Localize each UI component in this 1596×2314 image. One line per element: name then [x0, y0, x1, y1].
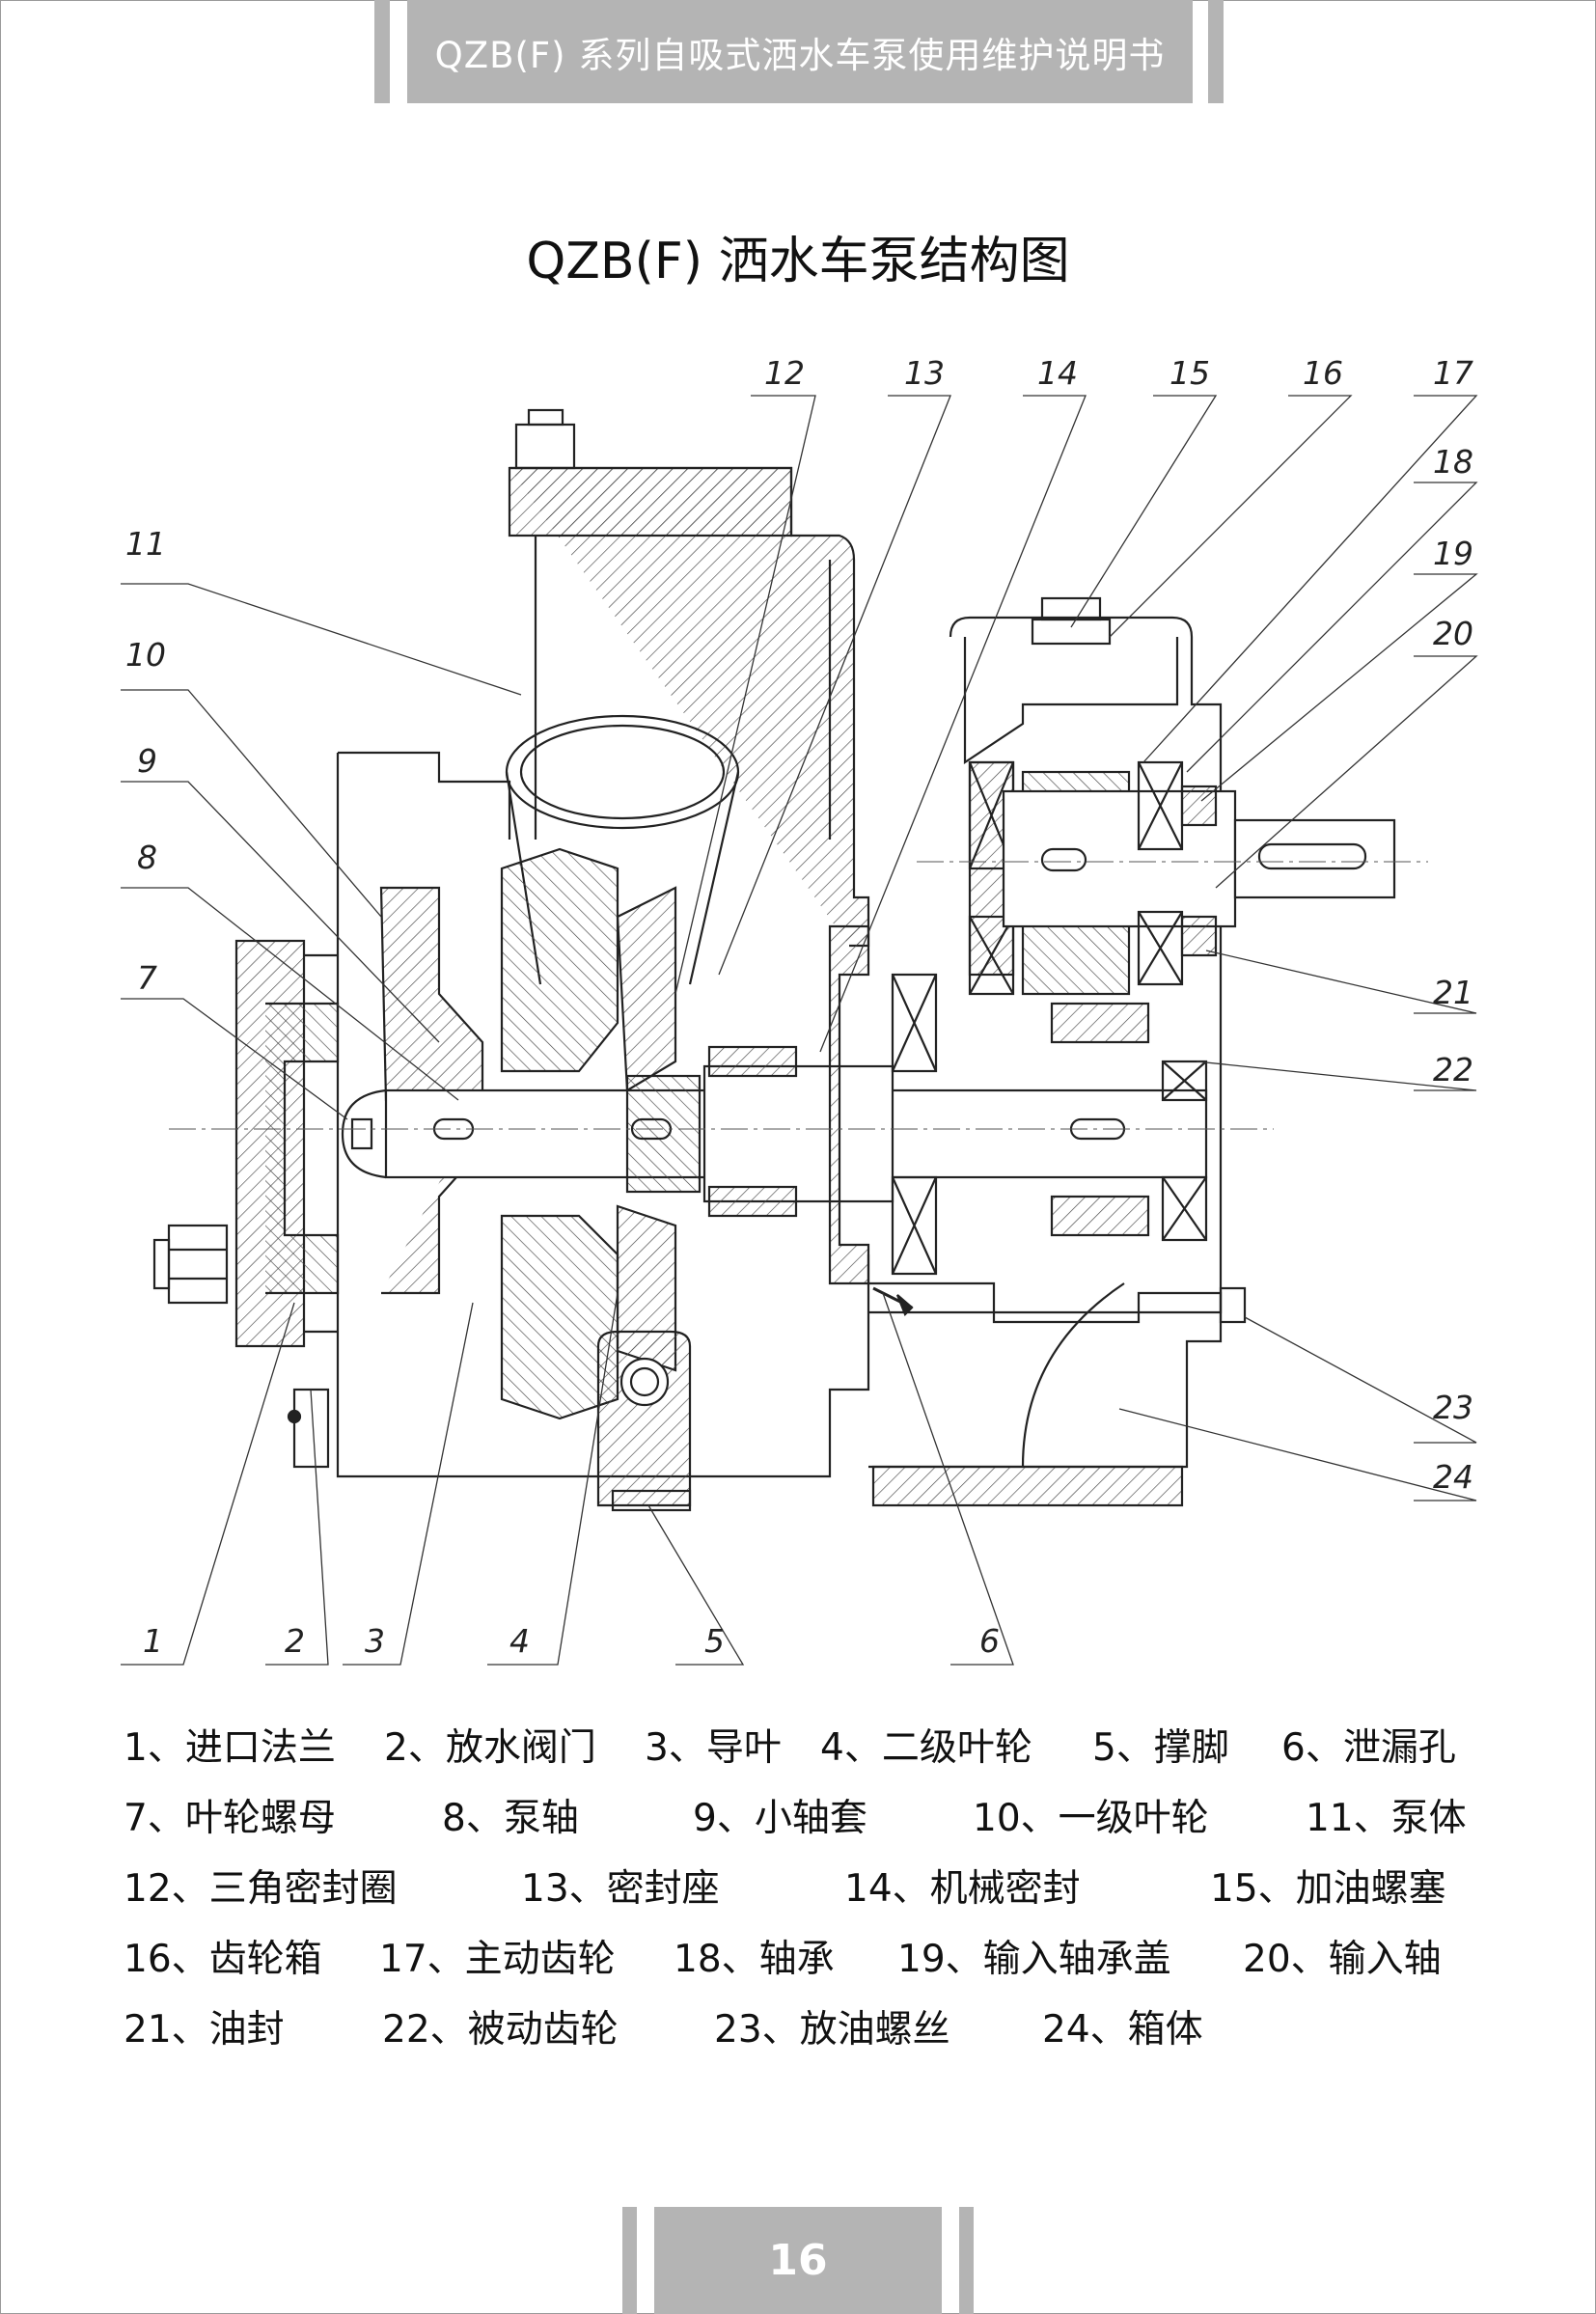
callout-4: 4: [509, 1622, 530, 1660]
header-title: QZB(F) 系列自吸式洒水车泵使用维护说明书: [434, 34, 1166, 76]
legend-item: 19、输入轴承盖: [897, 1938, 1171, 1981]
top-flange: [508, 466, 793, 537]
callout-16: 16: [1303, 354, 1343, 392]
mechanical-seal-sleeve: [702, 1064, 894, 1203]
callout-10: 10: [125, 636, 166, 674]
callout-5: 5: [704, 1622, 725, 1660]
legend-row-3: 12、三角密封圈 13、密封座 14、机械密封 15、加油螺塞: [124, 1859, 1474, 1929]
legend-item: 4、二级叶轮: [820, 1726, 1032, 1770]
legend-item: 9、小轴套: [693, 1797, 867, 1840]
page-title: QZB(F) 洒水车泵结构图: [526, 233, 1070, 290]
legend-row-5: 21、油封 22、被动齿轮 23、放油螺丝 24、箱体: [124, 1999, 1474, 2070]
legend-item: 24、箱体: [1042, 2008, 1203, 2052]
callout-8: 8: [137, 839, 157, 876]
legend-item: 7、叶轮螺母: [124, 1797, 336, 1840]
first-impeller-upper: [379, 886, 484, 1102]
legend-item: 13、密封座: [521, 1867, 720, 1911]
legend-item: 2、放水阀门: [384, 1726, 596, 1770]
oil-filler-plug: [1040, 596, 1102, 621]
header-stripe-left: [374, 0, 390, 103]
legend-item: 10、一级叶轮: [973, 1797, 1209, 1840]
footer-stripe-left: [622, 2207, 637, 2314]
callout-22: 22: [1433, 1051, 1473, 1088]
callout-7: 7: [137, 959, 157, 997]
legend-item: 18、轴承: [674, 1938, 835, 1981]
legend-item: 1、进口法兰: [124, 1726, 336, 1770]
legend-row-2: 7、叶轮螺母 8、泵轴 9、小轴套 10、一级叶轮 11、泵体: [124, 1788, 1474, 1859]
callout-3: 3: [365, 1622, 385, 1660]
legend-item: 16、齿轮箱: [124, 1938, 322, 1981]
header-banner: QZB(F) 系列自吸式洒水车泵使用维护说明书: [407, 0, 1193, 103]
inlet-bolt-head: [167, 1224, 229, 1305]
callout-12: 12: [764, 354, 805, 392]
footer-page-tab: 16: [654, 2207, 942, 2314]
callout-1: 1: [143, 1622, 163, 1660]
callout-15: 15: [1169, 354, 1210, 392]
callout-20: 20: [1433, 615, 1473, 652]
bearing-left-lower: [891, 1175, 938, 1276]
legend-row-1: 1、进口法兰 2、放水阀门 3、导叶 4、二级叶轮 5、撑脚 6、泄漏孔: [124, 1718, 1474, 1788]
legend-item: 12、三角密封圈: [124, 1867, 398, 1911]
gearbox-lower-body: [868, 1281, 1223, 1469]
callout-2: 2: [285, 1622, 305, 1660]
oil-drain-screw: [1219, 1286, 1247, 1324]
legend-item: 14、机械密封: [844, 1867, 1081, 1911]
legend-item: 5、撑脚: [1092, 1726, 1229, 1770]
legend-item: 8、泵轴: [442, 1797, 579, 1840]
legend-item: 23、放油螺丝: [714, 2008, 950, 2052]
second-impeller-upper: [616, 886, 677, 1092]
legend-item: 22、被动齿轮: [382, 2008, 619, 2052]
footer-stripe-right: [959, 2207, 974, 2314]
callout-19: 19: [1433, 535, 1473, 572]
page-number: 16: [768, 2236, 828, 2285]
bearing-left-upper: [891, 973, 938, 1073]
callout-24: 24: [1433, 1458, 1473, 1496]
gearbox-housing: [868, 616, 1223, 1314]
impeller-nut: [341, 1088, 387, 1179]
callout-17: 17: [1433, 354, 1473, 392]
parts-legend: 1、进口法兰 2、放水阀门 3、导叶 4、二级叶轮 5、撑脚 6、泄漏孔 7、叶…: [124, 1718, 1474, 2070]
callout-11: 11: [125, 525, 166, 563]
box-base: [871, 1465, 1184, 1507]
callout-6: 6: [979, 1622, 1000, 1660]
header-stripe-right: [1208, 0, 1224, 103]
legend-item: 3、导叶: [645, 1726, 782, 1770]
guide-vane-upper: [500, 847, 619, 1073]
legend-item: 20、输入轴: [1243, 1938, 1442, 1981]
callout-21: 21: [1433, 974, 1473, 1011]
callout-23: 23: [1433, 1389, 1473, 1426]
legend-item: 15、加油螺塞: [1210, 1867, 1446, 1911]
legend-item: 11、泵体: [1306, 1797, 1467, 1840]
callout-14: 14: [1037, 354, 1078, 392]
legend-item: 17、主动齿轮: [379, 1938, 616, 1981]
driven-gear: [1050, 1002, 1150, 1044]
pump-cross-section-diagram: 1 2 3 4 5 6 7 8 9 10 11 12 13 14 15 16 1…: [121, 354, 1478, 1666]
outlet-pipe-ellipse: [505, 714, 740, 830]
callout-13: 13: [904, 354, 945, 392]
top-bolt-head: [514, 423, 576, 470]
legend-item: 6、泄漏孔: [1281, 1726, 1456, 1770]
callout-18: 18: [1433, 443, 1473, 481]
callout-9: 9: [137, 742, 157, 780]
seal-seat: [828, 924, 870, 1285]
legend-item: 21、油封: [124, 2008, 285, 2052]
legend-row-4: 16、齿轮箱 17、主动齿轮 18、轴承 19、输入轴承盖 20、输入轴: [124, 1929, 1474, 1999]
